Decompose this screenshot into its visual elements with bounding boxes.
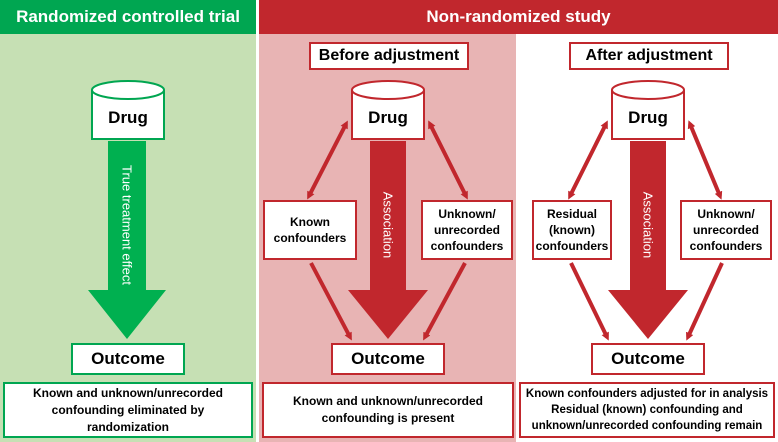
before-drug-label: Drug [368,108,408,127]
before-association-arrow [348,141,428,339]
rct-arrow-label: True treatment effect [119,165,135,285]
after-association-arrow [608,141,688,339]
after-summary-line2: Residual (known) confounding and unknown… [531,404,763,432]
before-arrow-label: Association [380,191,396,259]
after-drug-residual-arrow [568,120,608,200]
before-drug-cylinder [351,80,425,140]
before-unknown-confounders: Unknown/ unrecorded confounders [421,200,513,260]
before-drug-unknown-arrow [428,120,468,200]
after-unknown-confounders: Unknown/ unrecorded confounders [680,200,772,260]
after-summary-line1: Known confounders adjusted for in analys… [525,388,769,400]
rct-header-bar [0,0,256,34]
after-summary: Known confounders adjusted for in analys… [519,382,775,438]
before-outcome: Outcome [331,343,445,375]
before-known-confounders: Known confounders [263,200,357,260]
rct-outcome: Outcome [71,343,185,375]
rct-effect-arrow [88,141,166,339]
before-known-outcome-arrow [309,262,352,341]
nrs-header-bar [259,0,778,34]
after-outcome: Outcome [591,343,705,375]
rct-header: Randomized controlled trial [16,7,240,26]
before-drug-known-arrow [307,120,348,200]
after-drug-cylinder [611,80,685,140]
rct-summary: Known and unknown/unrecorded confounding… [3,382,253,438]
rct-drug-label: Drug [108,108,148,127]
after-arrow-label: Association [640,191,656,259]
before-unknown-outcome-arrow [423,262,467,341]
nrs-header: Non-randomized study [426,7,611,26]
after-title: After adjustment [569,42,729,70]
before-summary: Known and unknown/unrecorded confounding… [262,382,514,438]
after-unknown-outcome-arrow [686,262,724,341]
after-residual-outcome-arrow [569,262,609,341]
after-drug-unknown-arrow [687,120,723,200]
rct-drug-cylinder [91,80,165,140]
after-residual-confounders: Residual (known) confounders [532,200,612,260]
after-drug-label: Drug [628,108,668,127]
before-title: Before adjustment [309,42,469,70]
